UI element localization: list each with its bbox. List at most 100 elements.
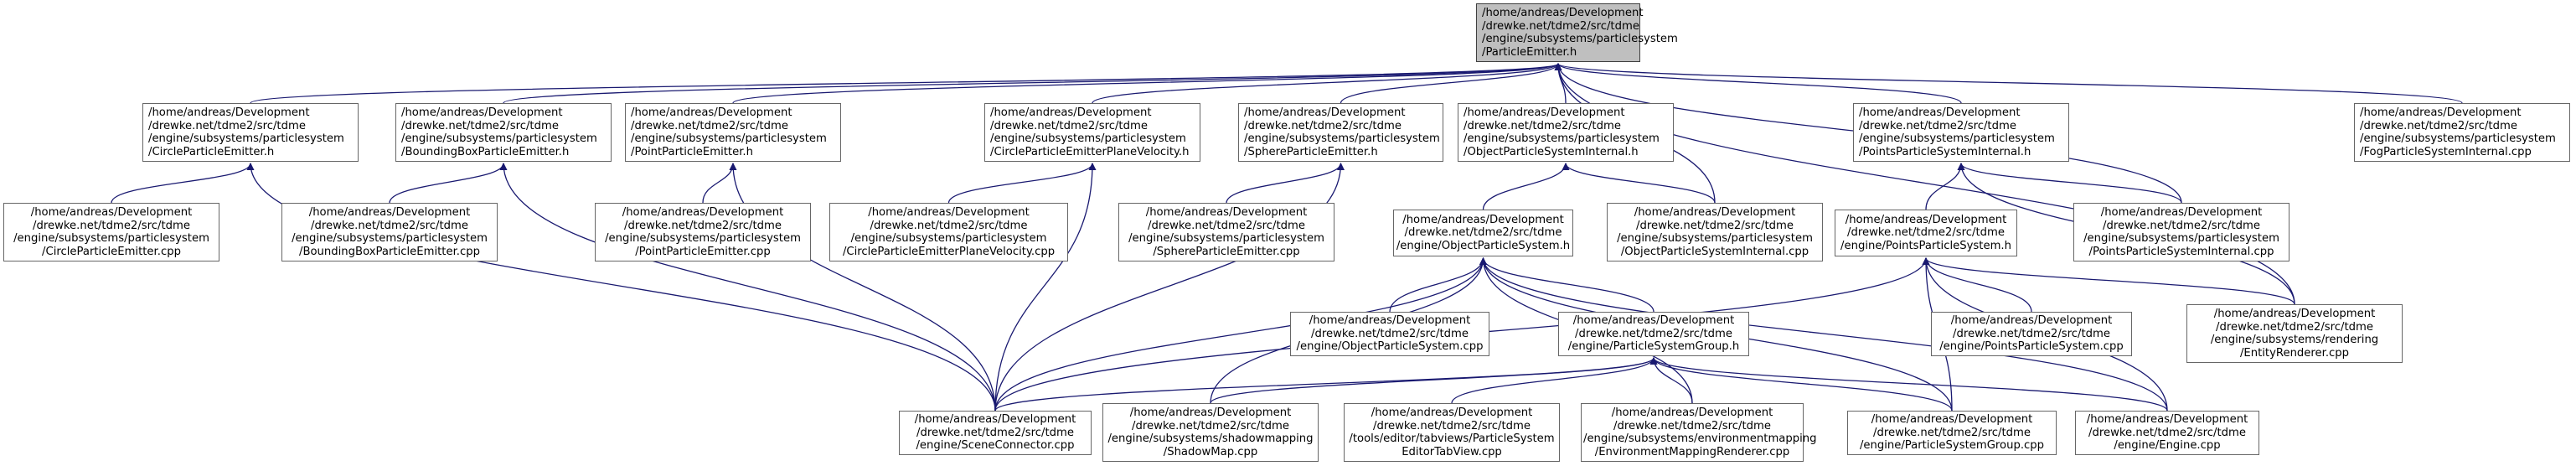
node-sphere-particle-emitter-cpp[interactable]: /home/andreas/Development/drewke.net/tdm…	[1118, 203, 1334, 261]
node-object-particle-system-internal-cpp[interactable]: /home/andreas/Development/drewke.net/tdm…	[1607, 203, 1823, 261]
node-label-line: /ShadowMap.cpp	[1163, 445, 1258, 458]
node-particle-system-editor-tab-view-cpp[interactable]: /home/andreas/Development/drewke.net/tdm…	[1344, 403, 1560, 462]
node-label-line: /drewke.net/tdme2/src/tdme	[1953, 327, 2110, 340]
node-points-particle-system-internal-cpp[interactable]: /home/andreas/Development/drewke.net/tdm…	[2073, 203, 2289, 261]
edge-n22-to-n5	[994, 163, 1345, 412]
node-particle-system-group-cpp[interactable]: /home/andreas/Development/drewke.net/tdm…	[1847, 411, 2057, 455]
edge-n17-to-n7	[1957, 163, 2182, 204]
node-particle-system-group-h[interactable]: /home/andreas/Development/drewke.net/tdm…	[1558, 312, 1749, 356]
node-label-line: /home/andreas/Development	[308, 206, 471, 219]
node-bounding-box-particle-emitter-h[interactable]: /home/andreas/Development/drewke.net/tdm…	[395, 103, 612, 162]
edge-n18-to-n14	[1389, 257, 1487, 313]
node-label-line: /engine/SceneConnector.cpp	[916, 439, 1075, 453]
node-label-line: /engine/subsystems/particlesystem	[1464, 132, 1660, 145]
node-label-line: /SphereParticleEmitter.cpp	[1153, 245, 1300, 258]
edge-n19-to-n14	[1479, 257, 1655, 313]
node-scene-connector-cpp[interactable]: /home/andreas/Development/drewke.net/tdm…	[899, 411, 1092, 455]
node-points-particle-system-cpp[interactable]: /home/andreas/Development/drewke.net/tdm…	[1931, 312, 2132, 356]
node-object-particle-system-h[interactable]: /home/andreas/Development/drewke.net/tdm…	[1393, 210, 1573, 256]
node-entity-renderer-cpp[interactable]: /home/andreas/Development/drewke.net/tdm…	[2186, 304, 2403, 363]
node-particle-emitter-h[interactable]: /home/andreas/Development/drewke.net/tdm…	[1476, 3, 1678, 62]
node-label-line: /home/andreas/Development	[30, 206, 193, 219]
node-label-line: /home/andreas/Development	[1871, 413, 2033, 427]
node-label-line: /drewke.net/tdme2/src/tdme	[1859, 119, 2016, 132]
edge-n16-to-n7	[1925, 163, 1965, 210]
node-label-line: /drewke.net/tdme2/src/tdme	[1847, 226, 2005, 240]
node-label-line: /engine/subsystems/particlesystem	[1859, 132, 2055, 145]
node-label-line: /ObjectParticleSystemInternal.cpp	[1620, 245, 1809, 258]
node-label-line: /home/andreas/Development	[1402, 213, 1564, 226]
node-bounding-box-particle-emitter-cpp[interactable]: /home/andreas/Development/drewke.net/tdm…	[281, 203, 498, 261]
node-label-line: /PointsParticleSystemInternal.h	[1859, 145, 2031, 158]
node-label-line: /home/andreas/Development	[1845, 213, 2007, 226]
node-label-line: /engine/subsystems/particlesystem	[1244, 132, 1440, 145]
node-points-particle-system-h[interactable]: /home/andreas/Development/drewke.net/tdm…	[1835, 210, 2017, 256]
node-points-particle-system-internal-h[interactable]: /home/andreas/Development/drewke.net/tdm…	[1853, 103, 2069, 162]
node-label-line: EditorTabView.cpp	[1402, 445, 1502, 458]
node-label-line: /CircleParticleEmitter.h	[148, 145, 275, 158]
node-sphere-particle-emitter-h[interactable]: /home/andreas/Development/drewke.net/tdm…	[1238, 103, 1443, 162]
node-circle-particle-emitter-plane-velocity-h[interactable]: /home/andreas/Development/drewke.net/tdm…	[984, 103, 1200, 162]
node-shadow-map-cpp[interactable]: /home/andreas/Development/drewke.net/tdm…	[1102, 403, 1319, 462]
node-label-line: /BoundingBoxParticleEmitter.cpp	[299, 245, 480, 258]
node-label-line: /home/andreas/Development	[868, 206, 1030, 219]
node-label-line: /engine/PointsParticleSystem.cpp	[1939, 340, 2124, 354]
node-circle-particle-emitter-h[interactable]: /home/andreas/Development/drewke.net/tdm…	[142, 103, 359, 162]
node-label-line: /EnvironmentMappingRenderer.cpp	[1594, 445, 1790, 458]
node-label-line: /home/andreas/Development	[2086, 413, 2248, 427]
node-label-line: /engine/ParticleSystemGroup.cpp	[1859, 439, 2045, 453]
edge-n15-to-n6	[1562, 163, 1716, 204]
node-label-line: /drewke.net/tdme2/src/tdme	[1873, 426, 2031, 439]
edge-n21-to-n16	[1922, 257, 2295, 305]
node-circle-particle-emitter-cpp[interactable]: /home/andreas/Development/drewke.net/tdm…	[3, 203, 219, 261]
node-circle-particle-emitter-plane-velocity-cpp[interactable]: /home/andreas/Development/drewke.net/tdm…	[829, 203, 1068, 261]
node-label-line: /engine/subsystems/rendering	[2210, 334, 2379, 346]
node-environment-mapping-renderer-cpp[interactable]: /home/andreas/Development/drewke.net/tdm…	[1581, 403, 1817, 462]
node-label-line: /drewke.net/tdme2/src/tdme	[1132, 419, 1289, 432]
edge-n23-to-n19	[1210, 357, 1658, 404]
edge-n1-to-n0	[250, 63, 1562, 104]
node-label-line: /home/andreas/Development	[2100, 206, 2263, 219]
node-object-particle-system-cpp[interactable]: /home/andreas/Development/drewke.net/tdm…	[1290, 312, 1489, 356]
node-label-line: /engine/subsystems/particlesystem	[148, 132, 344, 145]
node-label-line: /drewke.net/tdme2/src/tdme	[631, 119, 788, 132]
node-point-particle-emitter-h[interactable]: /home/andreas/Development/drewke.net/tdm…	[625, 103, 841, 162]
node-label-line: /home/andreas/Development	[2213, 308, 2376, 320]
node-label-line: /home/andreas/Development	[631, 106, 792, 119]
node-label-line: /drewke.net/tdme2/src/tdme	[1575, 327, 1732, 340]
node-label-line: /CircleParticleEmitterPlaneVelocity.h	[990, 145, 1190, 158]
edge-n3-to-n0	[732, 63, 1562, 104]
node-label-line: /home/andreas/Development	[401, 106, 563, 119]
node-label-line: /BoundingBoxParticleEmitter.h	[401, 145, 570, 158]
edge-n22-to-n1	[246, 163, 996, 412]
node-fog-particle-system-internal-cpp[interactable]: /home/andreas/Development/drewke.net/tdm…	[2354, 103, 2570, 162]
node-label-line: /home/andreas/Development	[1859, 106, 2021, 119]
node-label-line: /home/andreas/Development	[990, 106, 1152, 119]
node-label-line: /engine/subsystems/particlesystem	[401, 132, 597, 145]
node-label-line: /drewke.net/tdme2/src/tdme	[2103, 219, 2260, 232]
node-label-line: /engine/subsystems/particlesystem	[2083, 232, 2279, 245]
node-label-line: /PointsParticleSystemInternal.cpp	[2088, 245, 2274, 258]
node-label-line: /drewke.net/tdme2/src/tdme	[311, 219, 468, 232]
node-label-line: /drewke.net/tdme2/src/tdme	[1482, 19, 1639, 33]
node-label-line: /home/andreas/Development	[914, 413, 1076, 427]
node-engine-cpp[interactable]: /home/andreas/Development/drewke.net/tdm…	[2075, 411, 2259, 455]
node-label-line: /home/andreas/Development	[1950, 314, 2113, 328]
edge-n2-to-n0	[503, 63, 1562, 104]
node-label-line: /home/andreas/Development	[1572, 314, 1735, 328]
node-label-line: /drewke.net/tdme2/src/tdme	[1636, 219, 1794, 232]
node-label-line: /engine/subsystems/particlesystem	[1128, 232, 1324, 245]
node-label-line: /engine/subsystems/particlesystem	[605, 232, 801, 245]
node-label-line: /FogParticleSystemInternal.cpp	[2360, 145, 2532, 158]
edge-n8-to-n0	[1554, 63, 2463, 104]
node-label-line: /engine/subsystems/environmentmapping	[1583, 432, 1817, 445]
node-point-particle-emitter-cpp[interactable]: /home/andreas/Development/drewke.net/tdm…	[595, 203, 811, 261]
node-label-line: /tools/editor/tabviews/ParticleSystem	[1349, 432, 1555, 445]
node-label-line: /home/andreas/Development	[1371, 406, 1533, 419]
node-label-line: /PointParticleEmitter.cpp	[635, 245, 771, 258]
node-object-particle-system-internal-h[interactable]: /home/andreas/Development/drewke.net/tdm…	[1458, 103, 1674, 162]
node-label-line: /home/andreas/Development	[1464, 106, 1625, 119]
node-label-line: /home/andreas/Development	[1244, 106, 1406, 119]
node-label-line: /drewke.net/tdme2/src/tdme	[1464, 119, 1621, 132]
